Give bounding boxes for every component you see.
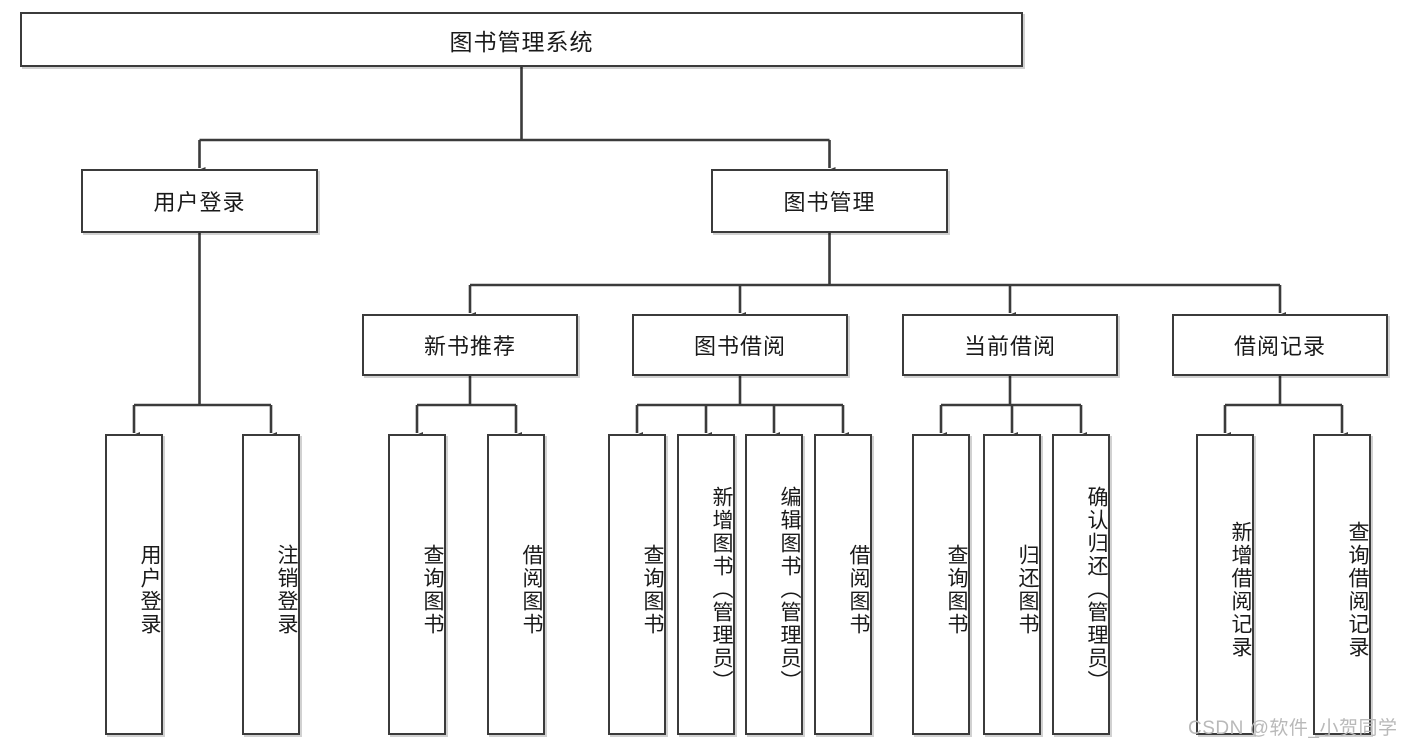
node-book-admin[interactable]: 图书管理 [711, 169, 948, 233]
node-user-login[interactable]: 用户登录 [81, 169, 318, 233]
node-leaf-add-book[interactable]: 新增图书（管理员） [677, 434, 735, 735]
node-leaf-return-book[interactable]: 归还图书 [983, 434, 1041, 735]
node-book-borrow[interactable]: 图书借阅 [632, 314, 848, 376]
node-leaf-borrow-book-2[interactable]: 借阅图书 [814, 434, 872, 735]
node-leaf-edit-book[interactable]: 编辑图书（管理员） [745, 434, 803, 735]
node-leaf-logout[interactable]: 注销登录 [242, 434, 300, 735]
node-borrow-record[interactable]: 借阅记录 [1172, 314, 1388, 376]
watermark-text: CSDN @软件_小贺同学 [1188, 718, 1398, 739]
node-new-book-rec[interactable]: 新书推荐 [362, 314, 578, 376]
node-root[interactable]: 图书管理系统 [20, 12, 1023, 67]
node-leaf-confirm-return[interactable]: 确认归还（管理员） [1052, 434, 1110, 735]
node-current-borrow[interactable]: 当前借阅 [902, 314, 1118, 376]
node-leaf-borrow-book-1[interactable]: 借阅图书 [487, 434, 545, 735]
node-leaf-user-login[interactable]: 用户登录 [105, 434, 163, 735]
node-leaf-query-record[interactable]: 查询借阅记录 [1313, 434, 1371, 735]
node-leaf-add-record[interactable]: 新增借阅记录 [1196, 434, 1254, 735]
node-leaf-query-book-1[interactable]: 查询图书 [388, 434, 446, 735]
node-leaf-query-book-3[interactable]: 查询图书 [912, 434, 970, 735]
node-leaf-query-book-2[interactable]: 查询图书 [608, 434, 666, 735]
